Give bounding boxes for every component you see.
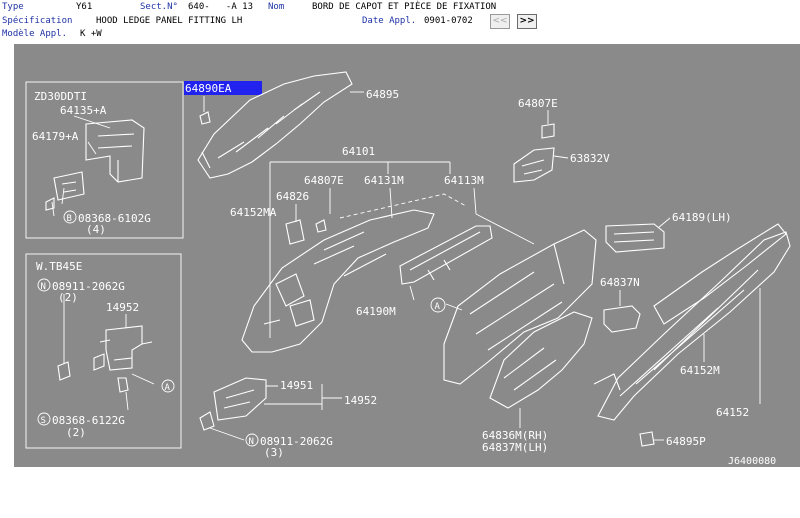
date-value: 0901-0702 (424, 16, 473, 26)
leader-mid-group (295, 187, 477, 222)
parts-diagram: ZD30DDTI 64135+A 64179+A B 08368-6102G (… (14, 44, 800, 467)
name-value: BORD DE CAPOT ET PIÈCE DE FIXATION (312, 2, 497, 12)
part-64152-rail[interactable] (653, 223, 787, 325)
label-08368-6122g[interactable]: 08368-6122G (52, 414, 125, 427)
part-64189[interactable] (605, 223, 665, 253)
dash-64101 (339, 193, 467, 219)
circle-s-box2 (37, 412, 51, 426)
label-64189[interactable]: 64189(LH) (672, 211, 732, 224)
part-64890ea-clip[interactable] (199, 111, 211, 125)
leader-apron (445, 213, 535, 311)
leader-box2 (63, 294, 155, 411)
inset-zd30ddti-title: ZD30DDTI (34, 90, 87, 103)
label-64190m[interactable]: 64190M (356, 305, 396, 318)
label-14952-box2[interactable]: 14952 (106, 301, 139, 314)
part-64113m-apron[interactable] (443, 229, 597, 385)
label-64152ma[interactable]: 64152MA (230, 206, 277, 219)
circle-a-box2 (161, 379, 175, 393)
label-qty-2b: (2) (66, 426, 86, 439)
leader-64190m (409, 285, 415, 301)
label-64837m[interactable]: 64837M(LH) (482, 441, 548, 454)
circle-a-main (430, 297, 446, 313)
label-64807e[interactable]: 64807E (304, 174, 344, 187)
type-value: Y61 (76, 2, 93, 12)
leader-63832v (553, 155, 569, 159)
label-64895[interactable]: 64895 (366, 88, 399, 101)
date-label: Date Appl. (362, 16, 417, 26)
label-64101[interactable]: 64101 (342, 145, 375, 158)
section-value: 640- -A 13 (188, 2, 254, 12)
label-64179a[interactable]: 64179+A (32, 130, 79, 143)
part-64152m-assembly[interactable] (593, 231, 791, 421)
label-08911-2062g-box2[interactable]: 08911-2062G (52, 280, 125, 293)
circle-n-main (245, 433, 259, 447)
leader-08911 (209, 427, 245, 441)
part-64152ma-assembly[interactable] (241, 209, 435, 353)
part-64895p[interactable] (639, 431, 655, 447)
part-63832v-bracket[interactable] (513, 147, 555, 183)
label-08368-6102g[interactable]: 08368-6102G (78, 212, 151, 225)
label-63832v[interactable]: 63832V (570, 152, 610, 165)
model-label: Modèle Appl. (2, 29, 68, 39)
part-14951-bracket[interactable] (199, 377, 267, 431)
circle-b (63, 210, 77, 224)
circle-n-box2-letter: N (41, 282, 46, 292)
specification-value: HOOD LEDGE PANEL FITTING LH (96, 16, 243, 26)
leader-64189 (657, 217, 671, 229)
label-64826[interactable]: 64826 (276, 190, 309, 203)
inset-wtb45e-title: W.TB45E (36, 260, 82, 273)
selected-part-highlight[interactable] (184, 81, 262, 95)
part-64837n[interactable] (603, 305, 641, 333)
leader-box1 (51, 115, 111, 217)
part-64190m[interactable] (399, 225, 493, 285)
label-08911-2062g[interactable]: 08911-2062G (260, 435, 333, 448)
part-64807e-top-clip[interactable] (541, 123, 555, 139)
selected-part-label[interactable]: 64890EA (185, 82, 232, 95)
inset-wtb45e (25, 253, 182, 449)
label-64135a[interactable]: 64135+A (60, 104, 107, 117)
circle-b-letter: B (67, 214, 72, 224)
part-header: Type Y61 Sect.N° 640- -A 13 Nom BORD DE … (0, 0, 800, 42)
specification-label: Spécification (2, 16, 73, 26)
part-14952-drawing[interactable] (57, 325, 153, 393)
next-button[interactable]: >> (517, 14, 537, 29)
label-64152[interactable]: 64152 (716, 406, 749, 419)
leader-64152 (703, 288, 761, 404)
circle-a-box2-letter: A (165, 383, 171, 393)
leader-14951 (264, 384, 342, 410)
circle-a-main-letter: A (435, 302, 441, 312)
circle-s-box2-letter: S (41, 416, 46, 426)
section-label: Sect.N° (140, 2, 178, 12)
model-value: K +W (80, 29, 102, 39)
diagram-reference: J6400080 (728, 456, 776, 467)
label-14952[interactable]: 14952 (344, 394, 377, 407)
label-qty-4: (4) (86, 223, 106, 236)
label-64152m[interactable]: 64152M (680, 364, 720, 377)
label-64895p[interactable]: 64895P (666, 435, 706, 448)
leader-64101 (269, 161, 451, 338)
part-64135a-drawing[interactable] (45, 119, 145, 211)
circle-n-main-letter: N (249, 437, 254, 447)
circle-n-box2 (37, 278, 51, 292)
label-14951[interactable]: 14951 (280, 379, 313, 392)
label-64113m[interactable]: 64113M (444, 174, 484, 187)
type-label: Type (2, 2, 24, 12)
previous-button[interactable]: << (490, 14, 510, 29)
inset-zd30ddti (25, 81, 184, 239)
part-64895-panel[interactable] (197, 71, 353, 179)
part-64826-clip[interactable] (285, 219, 327, 245)
label-qty-2a: (2) (58, 291, 78, 304)
name-label: Nom (268, 2, 285, 12)
label-64837n[interactable]: 64837N (600, 276, 640, 289)
parts-diagram-svg: ZD30DDTI 64135+A 64179+A B 08368-6102G (… (25, 71, 791, 467)
label-64836m[interactable]: 64836M(RH) (482, 429, 548, 442)
label-qty-3: (3) (264, 446, 284, 459)
label-64131m[interactable]: 64131M (364, 174, 404, 187)
label-64807e-top[interactable]: 64807E (518, 97, 558, 110)
part-64836m-mudguard[interactable] (489, 311, 593, 409)
